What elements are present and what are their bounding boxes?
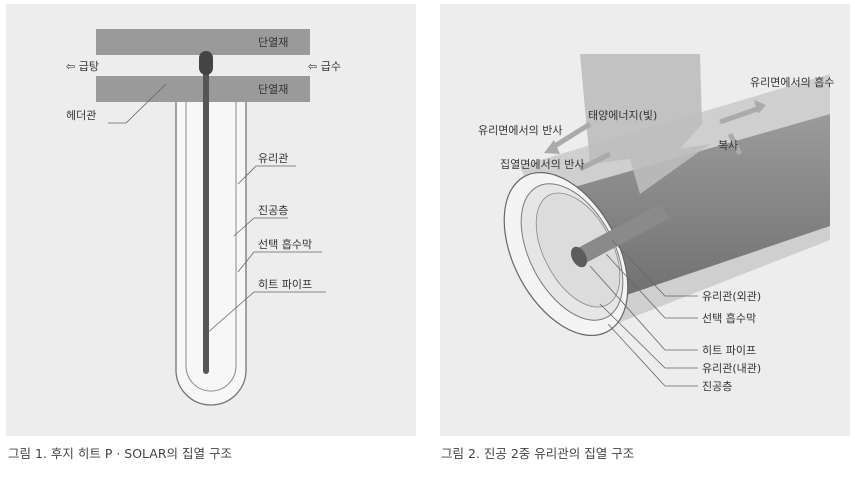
label-outer-tube: 유리관(외관) xyxy=(702,290,761,303)
leader-header-pipe xyxy=(108,83,167,124)
label-insulation-top: 단열재 xyxy=(258,36,288,49)
label-header-pipe: 헤더관 xyxy=(66,109,96,122)
heat-pipe-condenser xyxy=(199,51,213,75)
label-selective-coating: 선택 흡수막 xyxy=(258,237,312,251)
figure2-panel: 태양에너지(빛) 유리면에서의 흡수 유리면에서의 반사 집열면에서의 반사 복… xyxy=(440,4,850,436)
leader-vacuum-layer-2 xyxy=(607,323,698,387)
leader-inner-tube xyxy=(599,303,698,369)
label-selective-coating-2: 선택 흡수막 xyxy=(702,311,756,325)
label-heat-pipe: 히트 파이프 xyxy=(258,277,312,291)
label-insulation-bottom: 단열재 xyxy=(258,83,288,96)
label-glass-reflection: 유리면에서의 반사 xyxy=(478,124,562,137)
label-glass-tube: 유리관 xyxy=(258,152,288,165)
radiation-arrow xyxy=(727,132,743,156)
label-vacuum-layer: 진공층 xyxy=(258,204,288,217)
figure2-caption: 그림 2. 진공 2중 유리관의 집열 구조 xyxy=(441,446,635,461)
leader-selective-coating-2 xyxy=(605,253,698,319)
label-collector-reflection: 집열면에서의 반사 xyxy=(500,158,584,171)
evacuated-tube-diagram: 태양에너지(빛) 유리면에서의 흡수 유리면에서의 반사 집열면에서의 반사 복… xyxy=(478,54,834,393)
leader-selective-coating xyxy=(237,251,322,273)
label-heat-pipe-2: 히트 파이프 xyxy=(702,343,756,357)
label-cold-water: ⇦ 급수 xyxy=(308,60,341,73)
glass-absorption-arrow xyxy=(719,105,761,125)
leader-heat-pipe xyxy=(205,291,326,335)
heat-pipe-end xyxy=(570,246,588,268)
inner-glass-tube xyxy=(185,102,237,392)
glass-absorption-arrowhead xyxy=(754,100,766,114)
collector-reflection-arrow xyxy=(578,151,612,172)
insulation-top-bar xyxy=(96,29,310,55)
outer-glass-tube xyxy=(175,102,247,406)
label-glass-absorption: 유리면에서의 흡수 xyxy=(750,75,834,89)
heat-pipe-collector-diagram: 단열재 단열재 ⇦ 급탕 ⇦ 급수 헤더관 유리관 진공층 선택 흡수막 히트 … xyxy=(66,29,341,406)
leader-glass-tube xyxy=(237,165,296,185)
label-vacuum-layer-2: 진공층 xyxy=(702,380,732,393)
heat-pipe-rod xyxy=(574,204,670,264)
glass-reflection-arrow xyxy=(548,121,592,152)
heat-pipe xyxy=(203,64,209,374)
leader-heat-pipe-2 xyxy=(589,265,698,351)
label-solar-energy: 태양에너지(빛) xyxy=(588,109,657,122)
leader-vacuum-layer xyxy=(233,217,288,237)
figure1-caption: 그림 1. 후지 히트 P · SOLAR의 집열 구조 xyxy=(8,446,232,461)
glass-reflection-arrowhead xyxy=(544,140,560,154)
figure1-panel: 단열재 단열재 ⇦ 급탕 ⇦ 급수 헤더관 유리관 진공층 선택 흡수막 히트 … xyxy=(6,4,416,436)
label-radiation: 복사 xyxy=(718,139,738,152)
label-inner-tube: 유리관(내관) xyxy=(702,362,761,375)
label-hot-water: ⇦ 급탕 xyxy=(66,60,99,73)
leader-outer-tube xyxy=(611,239,698,297)
sunlight-beam xyxy=(580,54,710,194)
